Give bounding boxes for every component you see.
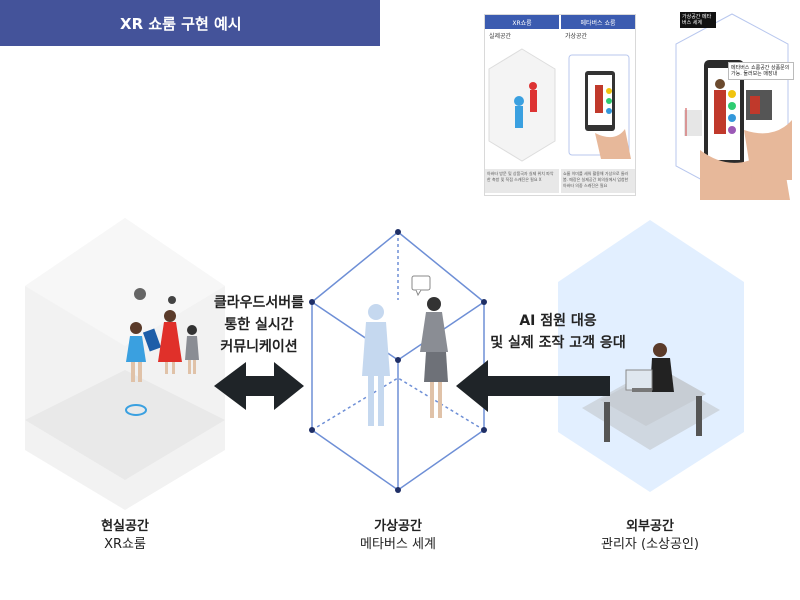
panel-label-virtual: 가상공간 메타버스 세계 bbox=[328, 518, 468, 554]
arrow-left-line3: 커뮤니케이션 bbox=[220, 339, 298, 355]
arrow-right-caption: AI 점원 대응 및 실제 조작 고객 응대 bbox=[478, 310, 638, 354]
thumbnail-comparison: XR쇼룸 메타버스 쇼룸 실제공간 가상공간 아바타 방문 및 상품국자 실제 … bbox=[484, 14, 636, 196]
arrow-right-line1: AI 점원 대응 bbox=[519, 313, 597, 329]
page-title: XR 쇼룸 구현 예시 bbox=[0, 0, 380, 46]
thumb-col2-note: 쇼룸 이미를 세워 활용해 가상으로 둘러봄. 매장은 실제공간 회의실에서 엄… bbox=[561, 169, 635, 193]
arrow-left-line2: 통한 실시간 bbox=[224, 317, 294, 333]
panel-external-sub: 관리자 (소상공인) bbox=[601, 537, 699, 552]
badge-virtual: 가상공간 메타버스 세계 bbox=[680, 12, 716, 28]
arrow-left-caption: 클라우드서버를 통한 실시간 커뮤니케이션 bbox=[196, 292, 322, 358]
cube-vertices bbox=[309, 229, 487, 493]
arrow-left-line1: 클라우드서버를 bbox=[213, 295, 305, 311]
thumb-col2-header: 메타버스 쇼룸 bbox=[561, 15, 635, 29]
phone-illustration bbox=[675, 13, 792, 200]
thumb-col1-header: XR쇼룸 bbox=[485, 15, 559, 29]
real-space-cube bbox=[25, 218, 225, 510]
bidirectional-arrow bbox=[214, 362, 304, 410]
title-text: XR 쇼룸 구현 예시 bbox=[120, 14, 242, 33]
staff-avatar bbox=[420, 297, 448, 418]
panel-label-external: 외부공간 관리자 (소상공인) bbox=[570, 518, 730, 554]
badge-showroom: 메타버스 쇼룸공간 상품문의 가능. 둘러보는 매장내 bbox=[728, 62, 794, 80]
panel-label-real: 현실공간 XR쇼룸 bbox=[55, 518, 195, 554]
panel-virtual-title: 가상공간 bbox=[374, 519, 422, 534]
thumbnail-metaverse-phone: 가상공간 메타버스 세계 메타버스 쇼룸공간 상품문의 가능. 둘러보는 매장내 bbox=[670, 10, 795, 200]
thumb-col1-note: 아바타 방문 및 상품국자 실제 위치 파악한 축방 및 직접 스캐진은 필요 … bbox=[485, 169, 559, 193]
panel-real-sub: XR쇼룸 bbox=[104, 537, 146, 552]
ghost-avatar bbox=[362, 304, 390, 426]
panel-virtual-sub: 메타버스 세계 bbox=[360, 537, 436, 552]
panel-real-title: 현실공간 bbox=[101, 519, 149, 534]
speech-bubble-icon bbox=[411, 275, 431, 297]
panel-external-title: 외부공간 bbox=[626, 519, 674, 534]
arrow-right-line2: 및 실제 조작 고객 응대 bbox=[490, 335, 626, 351]
thumb-col1-sub: 실제공간 bbox=[489, 33, 512, 40]
external-space-cube bbox=[558, 220, 744, 492]
thumb-illustration bbox=[488, 48, 631, 162]
incoming-arrow bbox=[456, 360, 610, 412]
thumb-col2-sub: 가상공간 bbox=[565, 33, 588, 40]
